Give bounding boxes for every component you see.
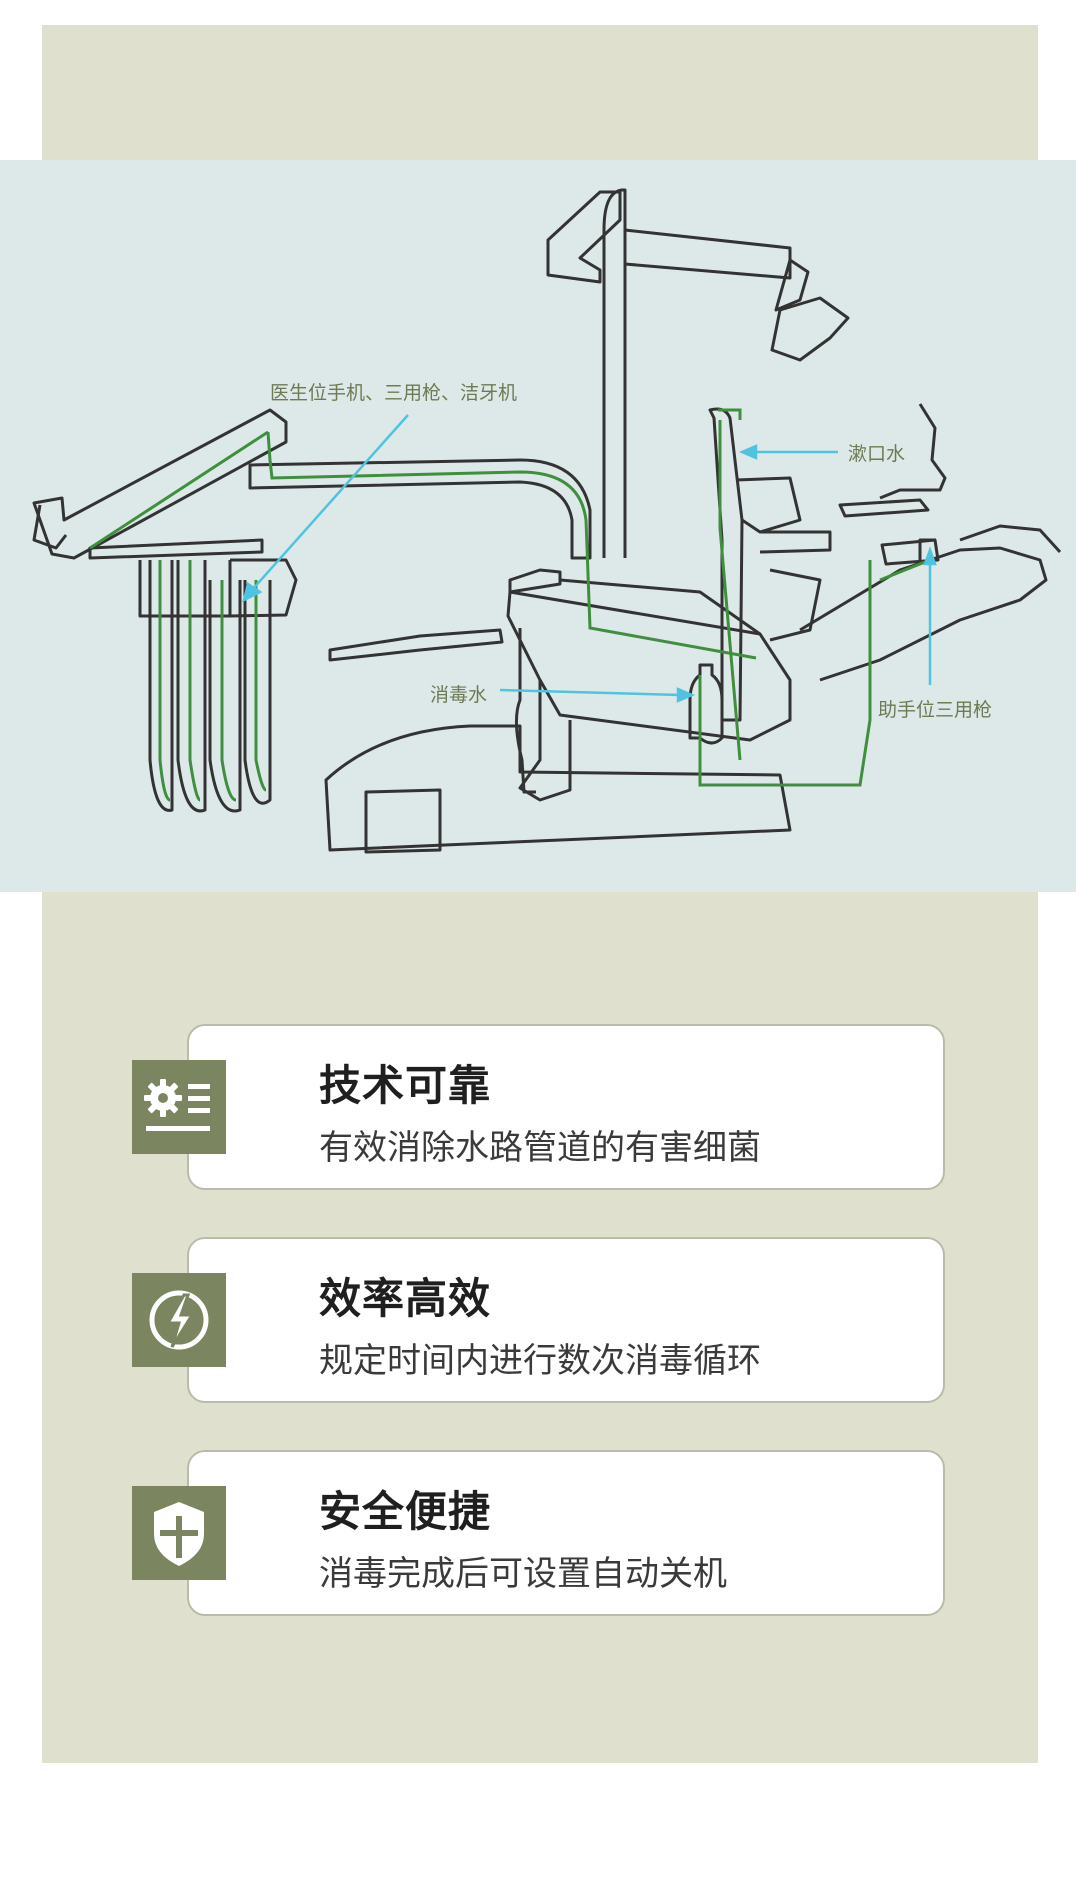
feature-description: 消毒完成后可设置自动关机 xyxy=(319,1554,727,1594)
dental-unit-diagram: 医生位手机、三用枪、洁牙机 漱口水 消毒水 助手位三用枪 xyxy=(0,160,1076,892)
feature-title: 安全便捷 xyxy=(319,1487,492,1536)
gear-settings-icon xyxy=(132,1060,226,1154)
dental-chair-illustration xyxy=(32,188,1062,854)
feature-description: 规定时间内进行数次消毒循环 xyxy=(319,1341,761,1381)
label-doctor-handpiece: 医生位手机、三用枪、洁牙机 xyxy=(270,382,518,404)
shield-icon xyxy=(132,1486,226,1580)
feature-title: 效率高效 xyxy=(319,1274,492,1323)
feature-description: 有效消除水路管道的有害细菌 xyxy=(319,1128,761,1168)
pointer-lines xyxy=(242,414,937,703)
feature-card-safety: 安全便捷 消毒完成后可设置自动关机 xyxy=(187,1450,945,1616)
feature-card-reliability: 技术可靠 有效消除水路管道的有害细菌 xyxy=(187,1024,945,1190)
chair-outline xyxy=(32,188,1062,854)
water-path xyxy=(89,408,931,802)
label-mouth-rinse: 漱口水 xyxy=(848,443,906,465)
label-disinfectant: 消毒水 xyxy=(430,684,488,706)
lightning-icon xyxy=(132,1273,226,1367)
feature-card-efficiency: 效率高效 规定时间内进行数次消毒循环 xyxy=(187,1237,945,1403)
feature-title: 技术可靠 xyxy=(319,1061,492,1110)
label-assistant-syringe: 助手位三用枪 xyxy=(878,699,993,721)
